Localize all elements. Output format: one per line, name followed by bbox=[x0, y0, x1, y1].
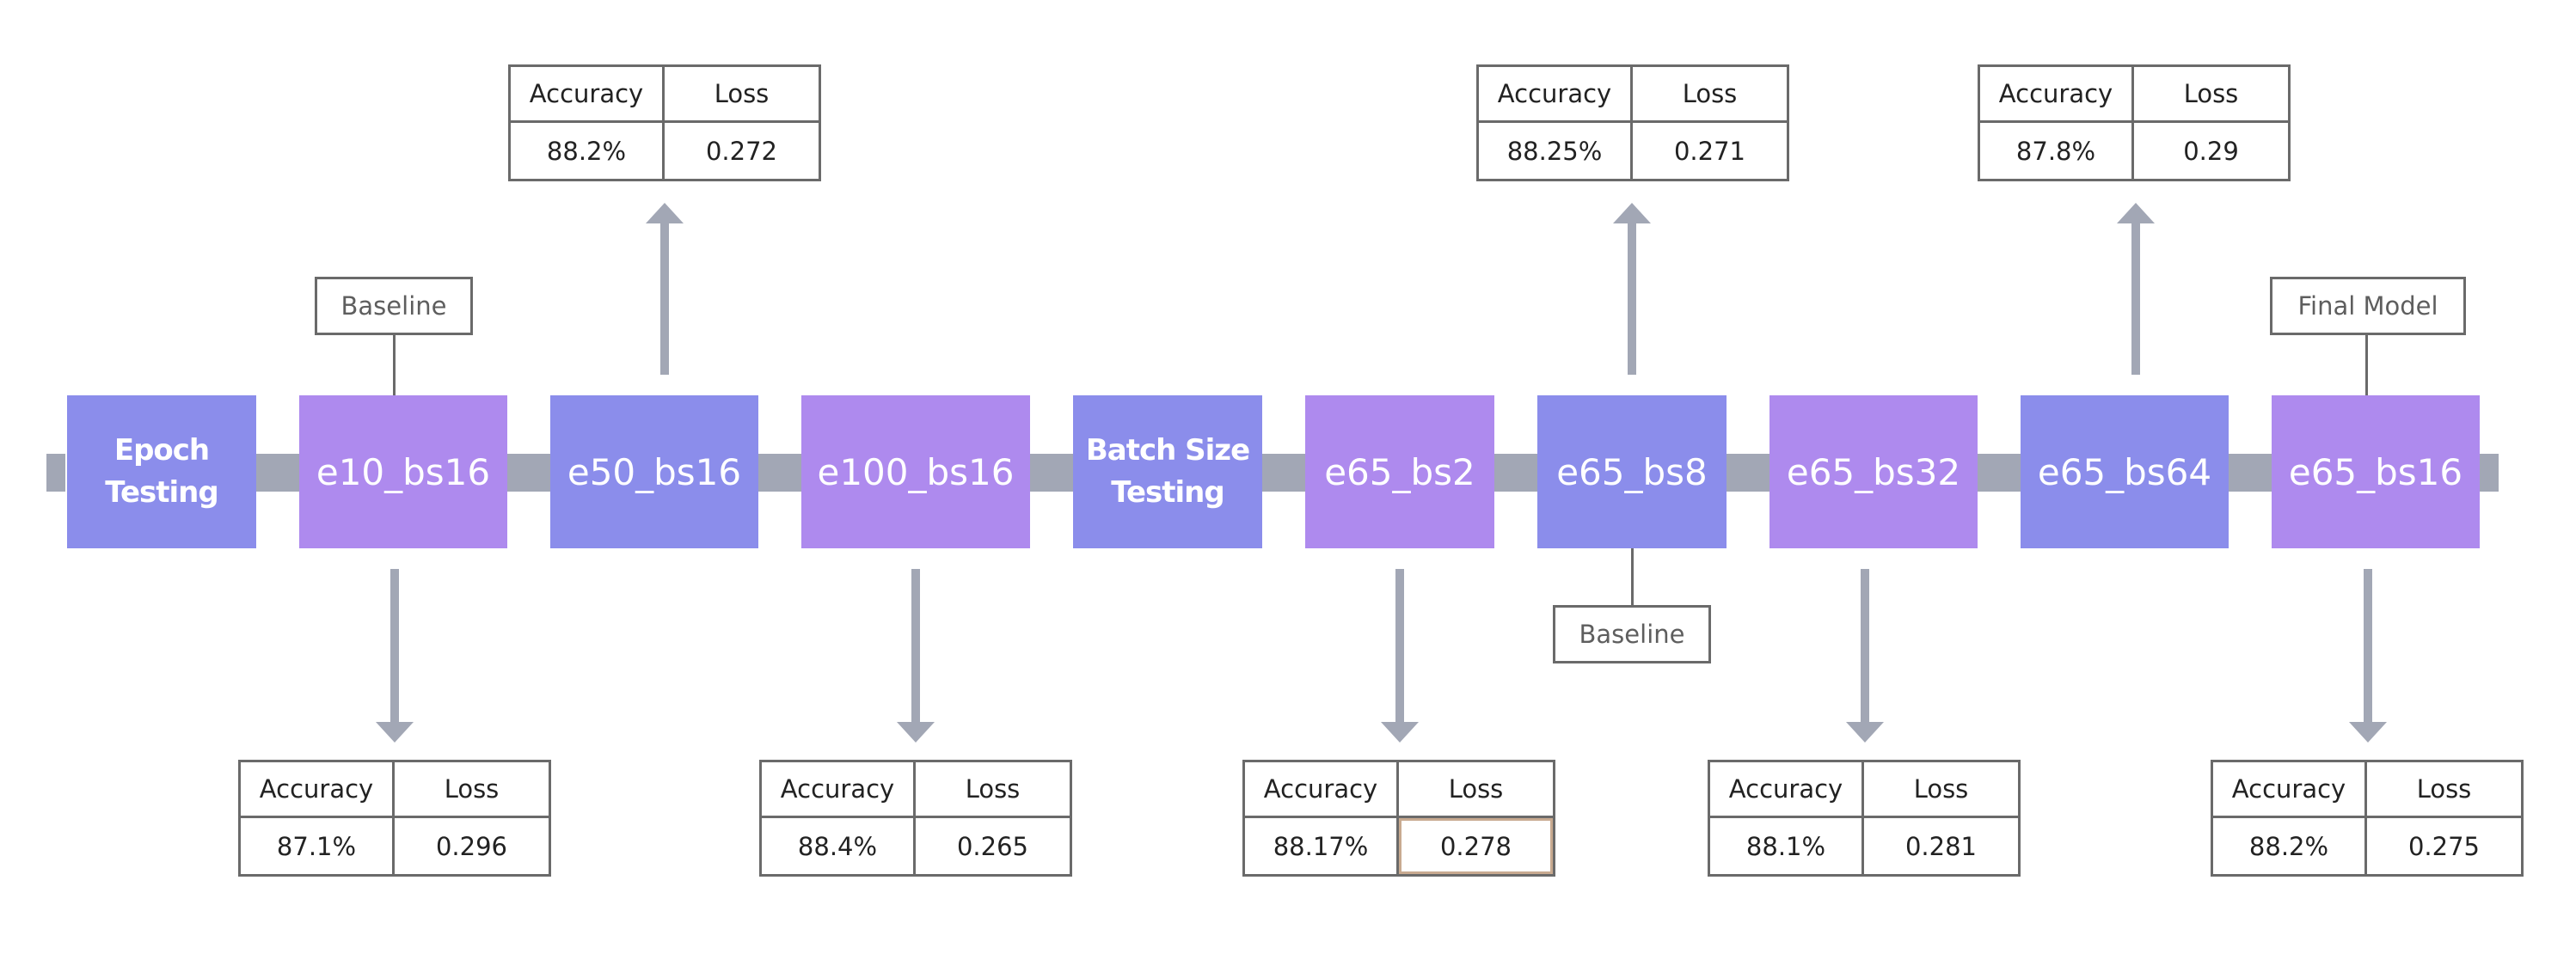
accuracy-value: 88.4% bbox=[762, 818, 916, 874]
metrics-table-e65-bs2: Accuracy Loss 88.17% 0.278 bbox=[1242, 760, 1555, 877]
timeline-connector bbox=[2229, 454, 2272, 492]
loss-header: Loss bbox=[665, 67, 819, 123]
loss-header: Loss bbox=[1864, 762, 2018, 818]
arrow-shaft bbox=[911, 569, 920, 724]
accuracy-header: Accuracy bbox=[1245, 762, 1399, 818]
tag-final-model-e65-bs16: Final Model bbox=[2270, 277, 2466, 335]
metrics-table-e10-bs16: Accuracy Loss 87.1% 0.296 bbox=[238, 760, 551, 877]
arrow-up-icon bbox=[1613, 203, 1651, 223]
timeline-connector bbox=[256, 454, 299, 492]
arrow-shaft bbox=[390, 569, 399, 724]
timeline-connector bbox=[46, 454, 65, 492]
model-node-e10-bs16: e10_bs16 bbox=[299, 395, 507, 548]
accuracy-value: 88.2% bbox=[2213, 818, 2367, 874]
timeline-connector bbox=[1030, 454, 1073, 492]
accuracy-header: Accuracy bbox=[511, 67, 665, 123]
loss-value: 0.265 bbox=[956, 831, 1029, 861]
tag-connector bbox=[393, 335, 396, 395]
arrow-down-icon bbox=[897, 722, 935, 743]
loss-value: 0.296 bbox=[435, 831, 508, 861]
arrow-down-icon bbox=[376, 722, 414, 743]
tag-baseline-e10-bs16: Baseline bbox=[315, 277, 473, 335]
timeline-connector bbox=[2480, 454, 2499, 492]
arrow-shaft bbox=[1395, 569, 1404, 724]
timeline-connector bbox=[758, 454, 801, 492]
model-node-e65-bs16: e65_bs16 bbox=[2272, 395, 2480, 548]
loss-header: Loss bbox=[1633, 67, 1787, 123]
loss-header: Loss bbox=[2134, 67, 2288, 123]
accuracy-header: Accuracy bbox=[1710, 762, 1864, 818]
accuracy-value: 88.17% bbox=[1245, 818, 1399, 874]
loss-value: 0.271 bbox=[1673, 136, 1746, 166]
metrics-table-e100-bs16: Accuracy Loss 88.4% 0.265 bbox=[759, 760, 1072, 877]
accuracy-value: 88.25% bbox=[1479, 123, 1633, 179]
loss-header: Loss bbox=[2367, 762, 2521, 818]
accuracy-value: 88.2% bbox=[511, 123, 665, 179]
model-node-e100-bs16: e100_bs16 bbox=[801, 395, 1030, 548]
accuracy-header: Accuracy bbox=[241, 762, 395, 818]
timeline-connector bbox=[1494, 454, 1537, 492]
tag-connector bbox=[2365, 335, 2368, 395]
model-node-e65-bs32: e65_bs32 bbox=[1769, 395, 1978, 548]
timeline-connector bbox=[507, 454, 550, 492]
arrow-shaft bbox=[2364, 569, 2372, 724]
accuracy-value: 87.8% bbox=[1980, 123, 2134, 179]
arrow-shaft bbox=[1861, 569, 1869, 724]
accuracy-value: 88.1% bbox=[1710, 818, 1864, 874]
arrow-up-icon bbox=[646, 203, 684, 223]
metrics-table-e65-bs8: Accuracy Loss 88.25% 0.271 bbox=[1476, 64, 1789, 181]
model-node-e65-bs8: e65_bs8 bbox=[1537, 395, 1727, 548]
accuracy-value: 87.1% bbox=[241, 818, 395, 874]
model-node-e50-bs16: e50_bs16 bbox=[550, 395, 758, 548]
loss-header: Loss bbox=[1399, 762, 1553, 818]
loss-value: 0.272 bbox=[705, 136, 778, 166]
arrow-shaft bbox=[1628, 222, 1636, 375]
accuracy-header: Accuracy bbox=[1980, 67, 2134, 123]
arrow-down-icon bbox=[1846, 722, 1884, 743]
arrow-shaft bbox=[2131, 222, 2140, 375]
timeline-connector bbox=[1978, 454, 2021, 492]
arrow-down-icon bbox=[2349, 722, 2387, 743]
timeline-connector bbox=[1262, 454, 1305, 492]
model-node-e65-bs64: e65_bs64 bbox=[2021, 395, 2229, 548]
accuracy-header: Accuracy bbox=[2213, 762, 2367, 818]
loss-value: 0.29 bbox=[2183, 136, 2239, 166]
timeline-connector bbox=[1727, 454, 1769, 492]
loss-value-highlighted: 0.278 bbox=[1399, 818, 1553, 874]
accuracy-header: Accuracy bbox=[762, 762, 916, 818]
accuracy-header: Accuracy bbox=[1479, 67, 1633, 123]
model-node-e65-bs2: e65_bs2 bbox=[1305, 395, 1494, 548]
loss-header: Loss bbox=[395, 762, 549, 818]
metrics-table-e65-bs32: Accuracy Loss 88.1% 0.281 bbox=[1708, 760, 2021, 877]
tag-baseline-e65-bs8: Baseline bbox=[1553, 605, 1711, 663]
loss-value: 0.281 bbox=[1904, 831, 1978, 861]
stage-node-batch-size-testing: Batch Size Testing bbox=[1073, 395, 1262, 548]
loss-value: 0.275 bbox=[2407, 831, 2481, 861]
metrics-table-e65-bs64: Accuracy Loss 87.8% 0.29 bbox=[1978, 64, 2291, 181]
arrow-shaft bbox=[660, 222, 669, 375]
metrics-table-e50-bs16: Accuracy Loss 88.2% 0.272 bbox=[508, 64, 821, 181]
tag-connector bbox=[1631, 548, 1634, 607]
arrow-down-icon bbox=[1381, 722, 1419, 743]
stage-node-epoch-testing: Epoch Testing bbox=[67, 395, 256, 548]
loss-header: Loss bbox=[916, 762, 1070, 818]
arrow-up-icon bbox=[2117, 203, 2155, 223]
metrics-table-e65-bs16: Accuracy Loss 88.2% 0.275 bbox=[2211, 760, 2524, 877]
